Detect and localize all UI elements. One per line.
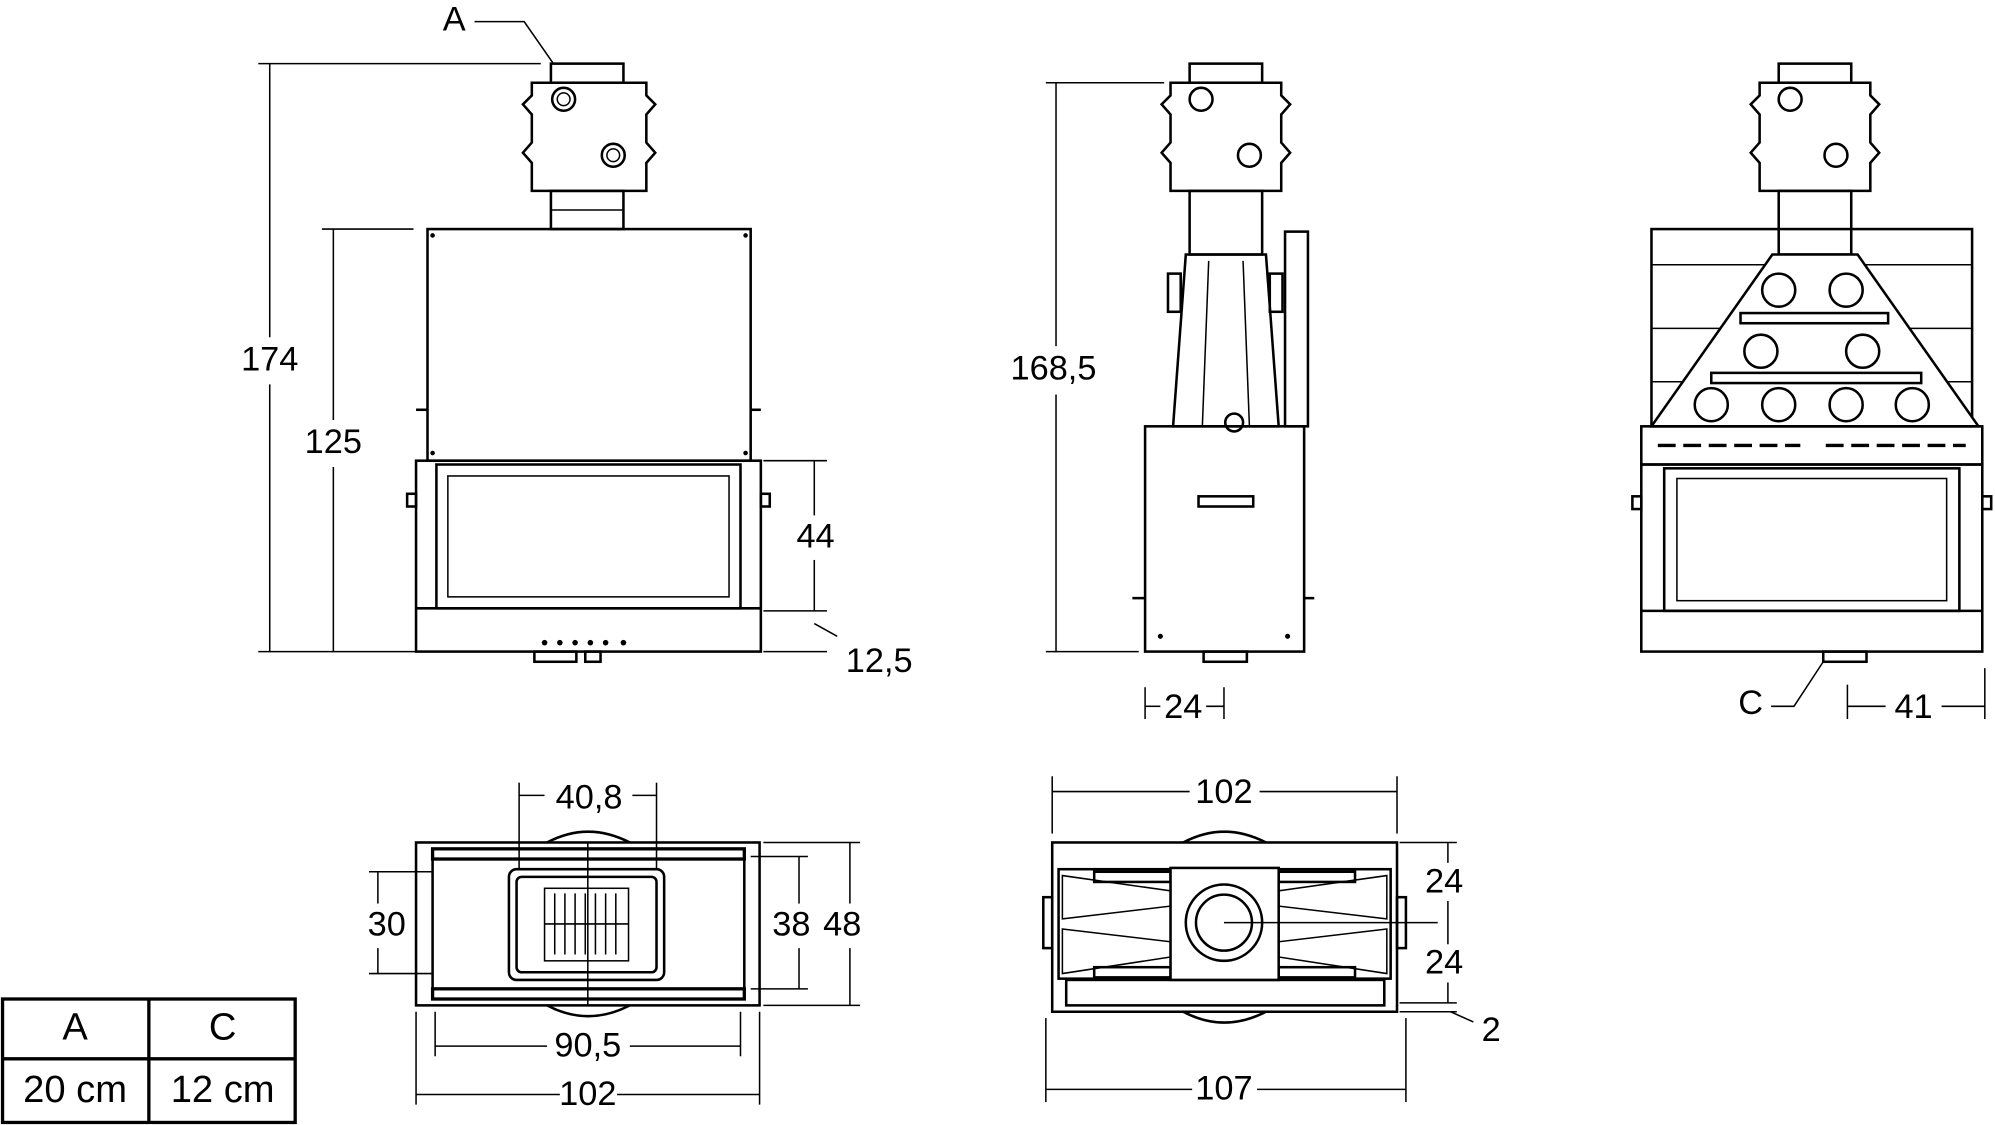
table-value-a: 20 cm	[23, 1068, 127, 1111]
front-view	[258, 20, 838, 664]
dim-depth-38: 38	[772, 906, 810, 944]
dim-offset: 2	[1482, 1011, 1501, 1049]
dim-top-width: 102	[1195, 773, 1252, 811]
top-view-right	[1042, 776, 1474, 1103]
dim-flue-width: 40,8	[556, 778, 623, 816]
top-view-left	[368, 782, 861, 1105]
dim-base-height: 12,5	[846, 642, 913, 680]
dim-side-height-total: 168,5	[1011, 349, 1097, 387]
dim-front-height-total: 174	[241, 341, 298, 379]
dim-inner-width: 90,5	[554, 1026, 621, 1064]
callout-c: C	[1738, 684, 1763, 722]
dim-half-depth-bottom: 24	[1425, 944, 1463, 982]
rear-view	[1631, 62, 1993, 720]
dim-side-flue-offset: 24	[1164, 688, 1202, 726]
table-header-c: C	[209, 1006, 237, 1049]
table-header-a: A	[62, 1006, 88, 1049]
dim-bottom-width: 107	[1195, 1070, 1252, 1108]
dim-depth-48: 48	[823, 906, 861, 944]
side-view	[1045, 62, 1315, 720]
dim-glass-height: 44	[796, 517, 834, 555]
dim-rear-flue-offset: 41	[1894, 688, 1932, 726]
table-value-c: 12 cm	[171, 1068, 275, 1111]
dim-front-height-body: 125	[305, 423, 362, 461]
spec-table	[0, 997, 297, 1125]
dim-half-depth-top: 24	[1425, 862, 1463, 900]
callout-a: A	[443, 1, 466, 39]
dim-width: 102	[559, 1075, 616, 1113]
dim-inner-depth: 30	[368, 906, 406, 944]
